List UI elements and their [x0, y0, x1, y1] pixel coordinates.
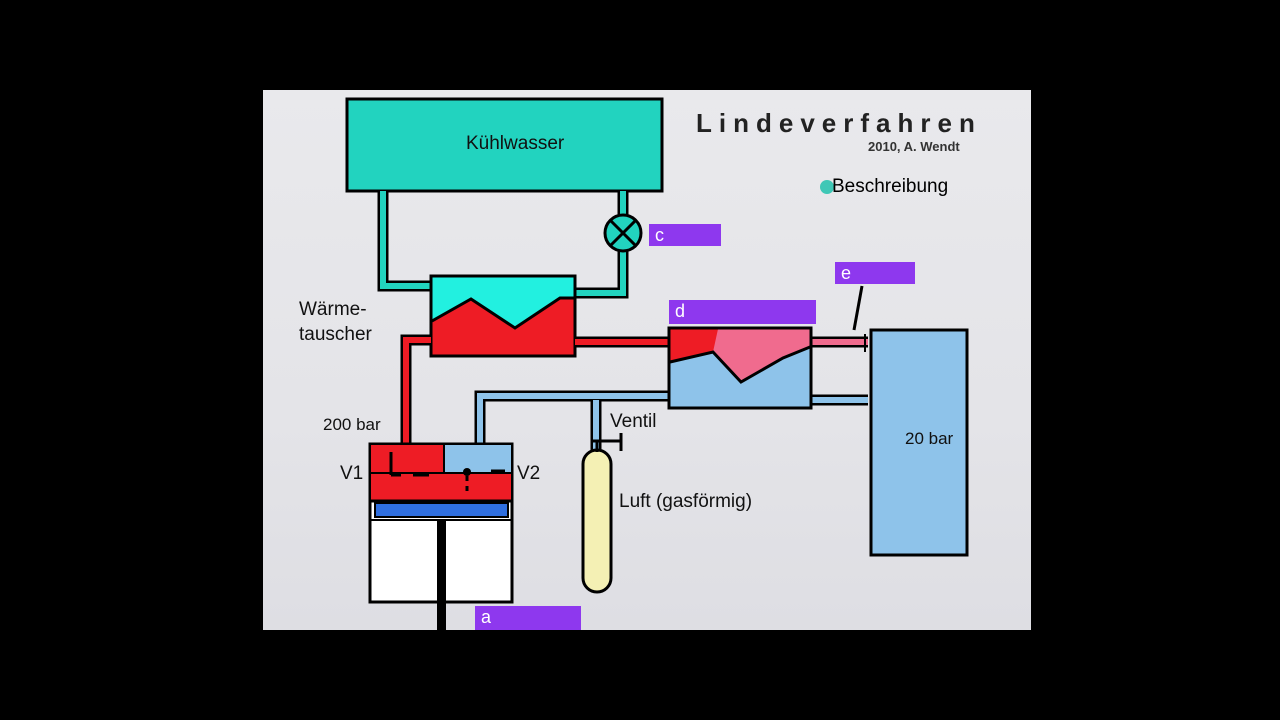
valve-label: Ventil	[610, 411, 657, 432]
low-pressure-label: 20 bar	[905, 429, 954, 448]
heat-exchanger	[429, 274, 577, 358]
tag-d-label: d	[675, 301, 686, 321]
counterflow-heat-exchanger	[667, 326, 813, 410]
coolant-valve-icon[interactable]	[603, 213, 643, 253]
throttle-valve[interactable]	[852, 285, 866, 352]
air-label: Luft (gasförmig)	[619, 491, 753, 512]
description-button[interactable]: Beschreibung	[820, 176, 948, 198]
air-bottle	[581, 433, 623, 594]
description-label: Beschreibung	[832, 176, 949, 197]
heat-exchanger-label-2: tauscher	[299, 324, 372, 345]
tag-c[interactable]: c	[649, 224, 721, 246]
linde-process-diagram	[345, 97, 969, 630]
slide: Lindeverfahren 2010, A. Wendt Beschreibu…	[263, 90, 1031, 630]
page-title: Lindeverfahren	[696, 108, 982, 138]
valve-v1-label: V1	[340, 463, 364, 484]
tag-d[interactable]: d	[669, 300, 816, 324]
high-pressure-label: 200 bar	[323, 415, 381, 434]
author-credit: 2010, A. Wendt	[868, 139, 960, 154]
coolant-tank	[345, 97, 664, 193]
tag-e-label: e	[841, 263, 852, 283]
tag-c-label: c	[655, 225, 664, 245]
valve-v2-label: V2	[517, 463, 541, 484]
info-dot-icon	[820, 180, 834, 194]
compressor	[368, 442, 514, 630]
low-pressure-tank	[869, 328, 969, 557]
heat-exchanger-label-1: Wärme-	[299, 299, 367, 320]
tag-a[interactable]: a	[475, 606, 581, 630]
cold-pipes	[474, 390, 868, 452]
tag-e[interactable]: e	[835, 262, 915, 284]
coolant-label: Kühlwasser	[466, 133, 565, 154]
hot-pipes	[400, 334, 868, 446]
tag-a-label: a	[481, 607, 492, 627]
